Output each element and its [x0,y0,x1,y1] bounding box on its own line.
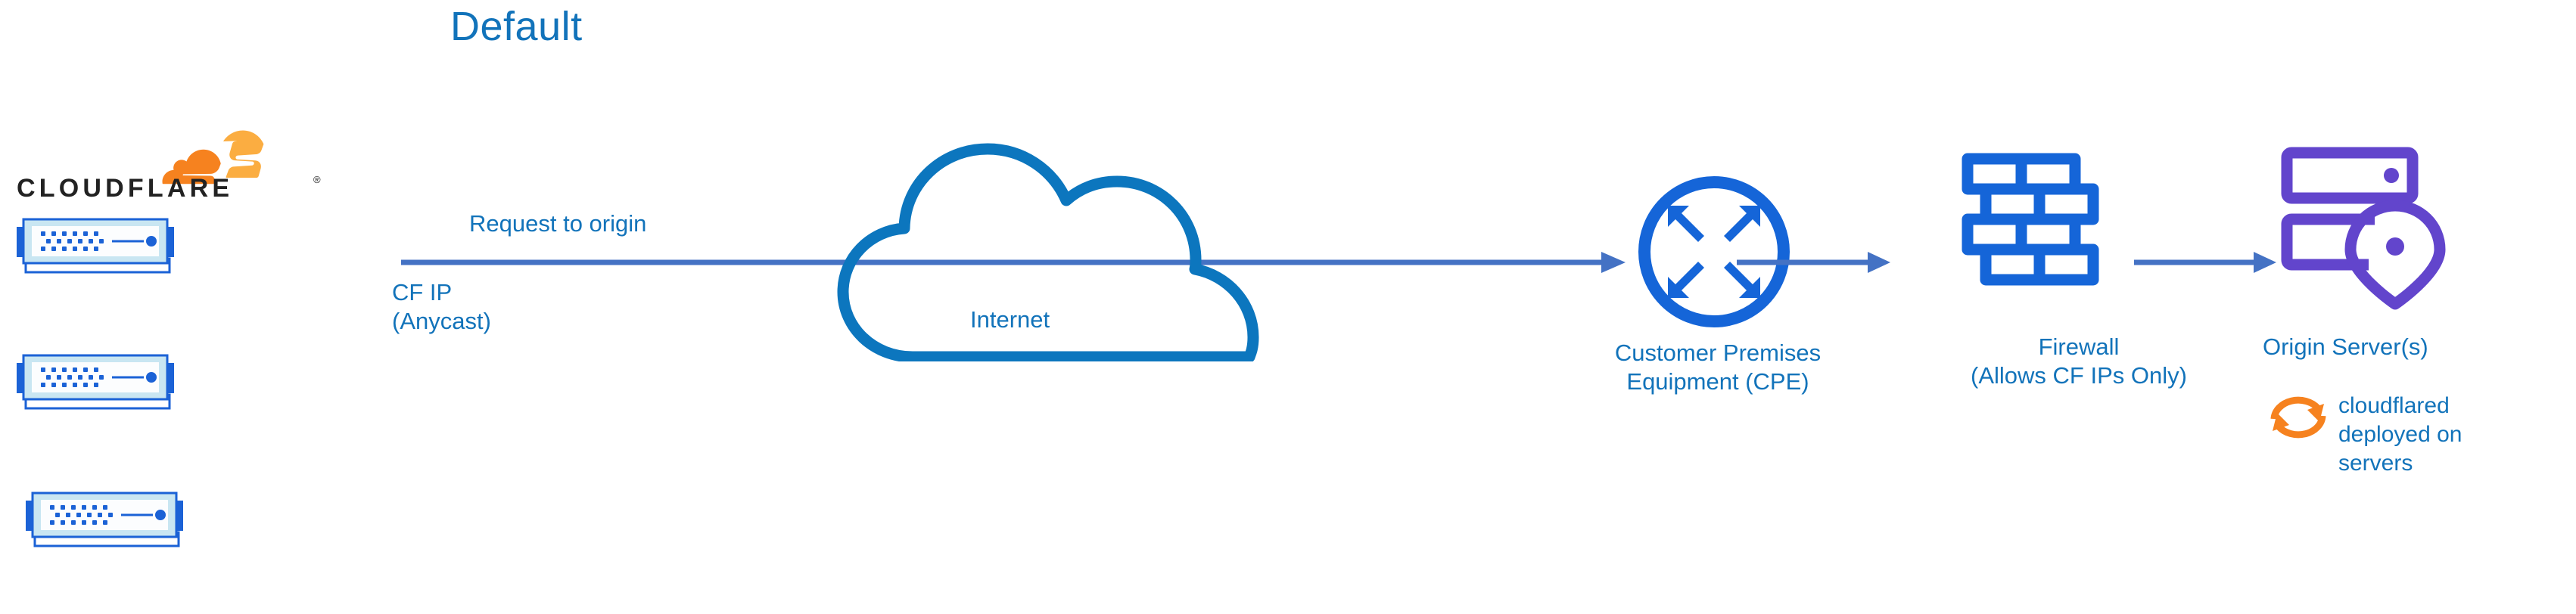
server-rack-icon [15,354,176,411]
router-icon [1635,172,1794,331]
arrow-cpe-firewall [1737,246,1892,279]
cloud-icon [832,113,1271,361]
svg-text:®: ® [313,174,321,185]
brick-wall-icon [1960,151,2101,302]
cloudflare-logo: CLOUDFLARE ® [17,113,334,203]
cpe-label: Customer Premises Equipment (CPE) [1614,340,1822,395]
arrow-firewall-origin [2134,246,2278,279]
server-rack-icon [15,218,176,275]
cloudflared-note-label: cloudflared deployed on servers [2338,393,2462,476]
server-stack-location-pin-icon [2278,144,2459,314]
sync-refresh-icon [2266,387,2330,448]
cf-ip-anycast-label: CF IP (Anycast) [392,279,491,334]
server-rack-icon [24,492,185,549]
firewall-label: Firewall (Allows CF IPs Only) [1971,333,2187,389]
origin-server-label: Origin Server(s) [2263,333,2428,360]
internet-label: Internet [970,306,1050,333]
svg-text:CLOUDFLARE: CLOUDFLARE [17,174,233,203]
request-to-origin-label: Request to origin [469,210,647,237]
arrow-request-main [401,246,1627,279]
page-title: Default [450,4,583,49]
